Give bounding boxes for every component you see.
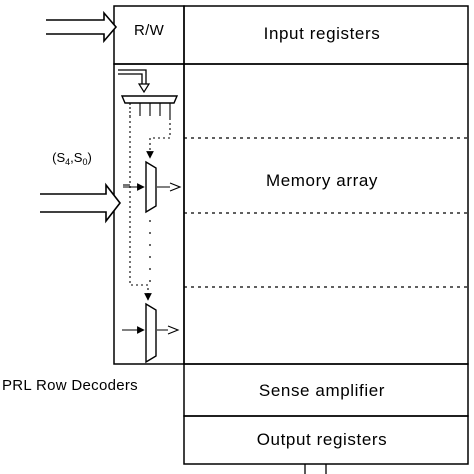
rw-label: R/W (134, 22, 165, 39)
decoder-route-1 (146, 118, 171, 159)
decoder-bus-taps (129, 103, 171, 118)
row-decoders-label: PRL Row Decoders (2, 377, 138, 394)
select-signals-label: (S4,S0) (52, 150, 92, 167)
sense-amplifier-label: Sense amplifier (259, 381, 385, 400)
decoder-bus-bar (120, 95, 179, 104)
rw-input-double-arrow (46, 10, 118, 44)
output-registers-label: Output registers (257, 430, 388, 449)
memory-array-box (183, 63, 469, 365)
memory-array-label: Memory array (266, 171, 378, 190)
row-decoder-cell-1 (123, 160, 182, 214)
input-registers-label: Input registers (264, 24, 381, 43)
output-stub (304, 464, 327, 474)
decoder-feed-arrow (118, 69, 151, 94)
select-signal-double-arrow (40, 182, 122, 224)
row-decoder-cell-2 (122, 302, 180, 364)
